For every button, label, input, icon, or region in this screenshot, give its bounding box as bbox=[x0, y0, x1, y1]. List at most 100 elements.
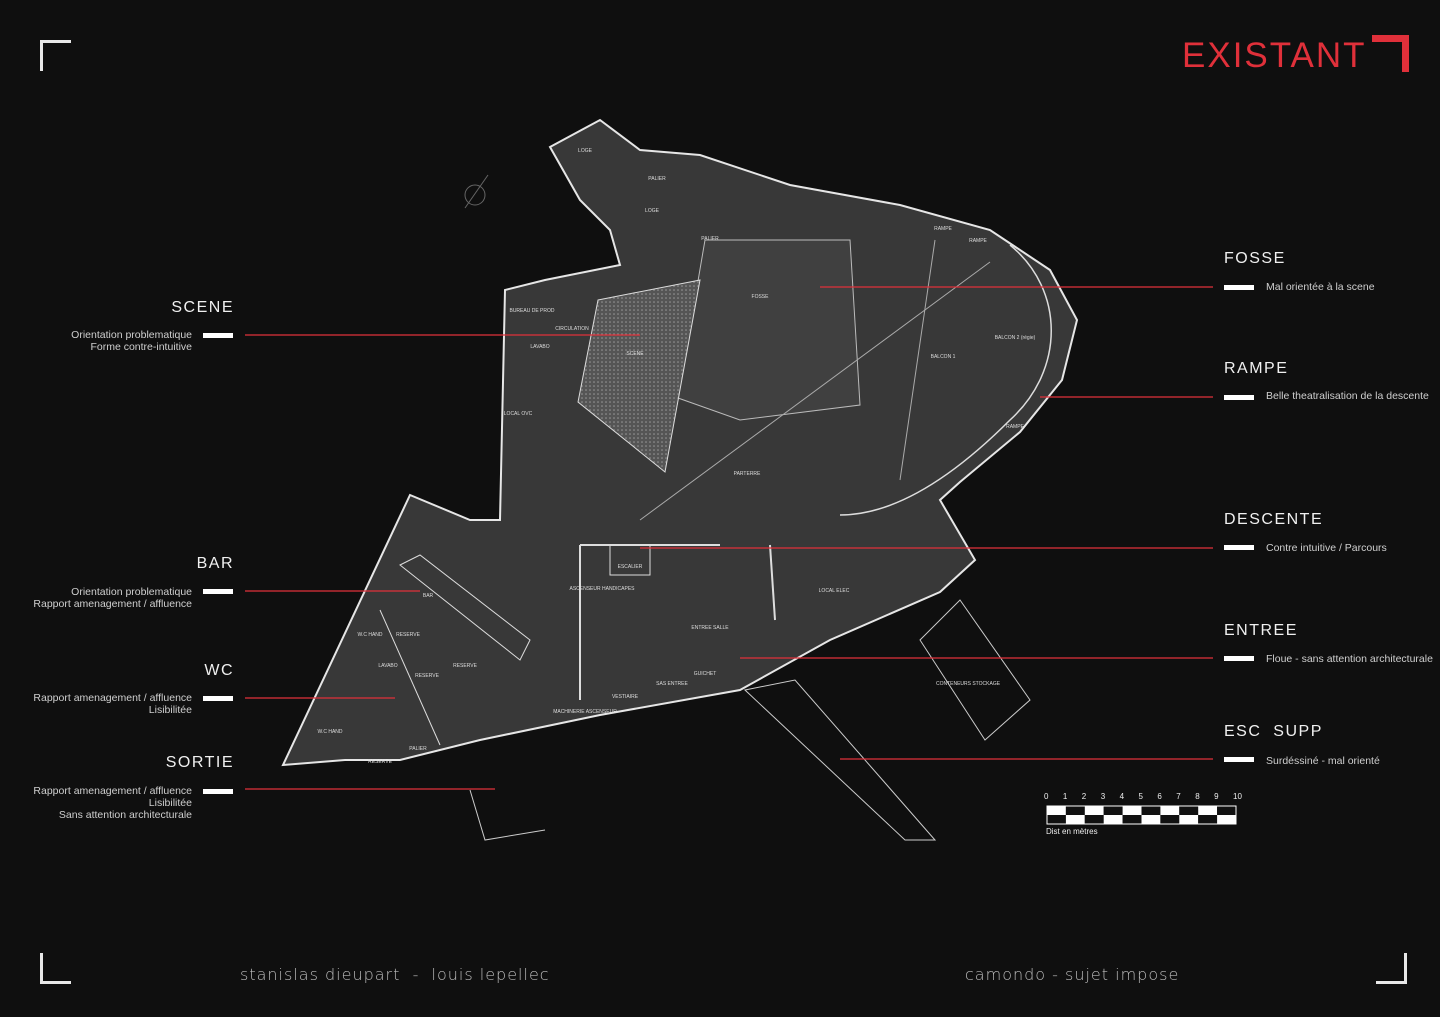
room-label: SAS ENTREE bbox=[656, 681, 688, 687]
scale-tick: 10 bbox=[1233, 792, 1242, 801]
corner-bracket-bottom-left bbox=[40, 953, 71, 984]
desc-line: Orientation problematique bbox=[71, 586, 192, 598]
annotation-desc-rampe: Belle theatralisation de la descente bbox=[1266, 390, 1429, 402]
bar-counter bbox=[399, 554, 531, 661]
scale-cell bbox=[1084, 806, 1104, 815]
leader-lines bbox=[245, 286, 1213, 790]
desc-line: Lisibilitée bbox=[148, 797, 192, 809]
page-title: EXISTANT bbox=[1182, 36, 1367, 75]
building-outline bbox=[281, 118, 1079, 767]
marker bbox=[203, 696, 233, 701]
room-label: MACHINERIE ASCENSEUR bbox=[553, 709, 617, 715]
room-label: FOSSE bbox=[752, 294, 770, 300]
room-label: RAMPE bbox=[969, 238, 987, 244]
marker bbox=[1224, 656, 1254, 661]
scale-tick: 8 bbox=[1195, 792, 1200, 801]
escalier bbox=[609, 544, 651, 576]
annotation-title-scene: SCENE bbox=[171, 299, 234, 316]
balcony-curve bbox=[839, 244, 1052, 516]
annotation-title-bar: BAR bbox=[196, 555, 234, 572]
scale-cell bbox=[1160, 806, 1180, 815]
scale-cell bbox=[1122, 806, 1142, 815]
annotation-title-sortie: SORTIE bbox=[165, 754, 234, 771]
scale-tick: 3 bbox=[1100, 792, 1106, 801]
room-label: LOGE bbox=[645, 208, 660, 214]
room-label: PARTERRE bbox=[734, 471, 761, 477]
scale-tick: 7 bbox=[1176, 792, 1181, 801]
conteneurs-stockage bbox=[919, 599, 1031, 741]
scale-tick: 9 bbox=[1214, 792, 1219, 801]
scale-cell bbox=[1198, 815, 1218, 824]
scene-area bbox=[577, 279, 701, 473]
annotation-desc-fosse: Mal orientée à la scene bbox=[1266, 281, 1375, 293]
room-label: LAVABO bbox=[378, 663, 397, 669]
corner-bracket-bottom-right bbox=[1376, 953, 1407, 984]
desc-line: Rapport amenagement / affluence bbox=[33, 598, 192, 610]
annotation-desc-entree: Floue - sans attention architecturale bbox=[1266, 653, 1433, 665]
room-label: BUREAU DE PROD bbox=[509, 308, 554, 314]
room-label: LOCAL OVC bbox=[504, 411, 533, 417]
marker bbox=[203, 589, 233, 594]
room-label: LOCAL ELEC bbox=[819, 588, 850, 594]
scale-cell bbox=[1065, 815, 1085, 824]
room-label: W.C HAND bbox=[358, 632, 383, 638]
marker bbox=[1224, 757, 1254, 762]
scale-cell bbox=[1103, 815, 1123, 824]
annotation-title-wc: WC bbox=[204, 662, 234, 679]
scale-tick: 6 bbox=[1157, 792, 1162, 801]
scale-cell bbox=[1217, 806, 1236, 815]
fosse-area bbox=[677, 239, 861, 421]
room-label: RAMPE bbox=[1006, 424, 1024, 430]
scale-frame bbox=[1046, 805, 1237, 825]
desc-line: Lisibilitée bbox=[148, 704, 192, 716]
scale-tick: 4 bbox=[1119, 792, 1125, 801]
wc-walls bbox=[379, 609, 441, 746]
room-label: RESERVE bbox=[453, 663, 477, 669]
annotation-title-fosse: FOSSE bbox=[1224, 250, 1286, 267]
sortie-stair bbox=[469, 789, 546, 841]
scale-tick: 5 bbox=[1138, 792, 1143, 801]
room-label: PALIER bbox=[648, 176, 666, 182]
scale-tick: 2 bbox=[1081, 792, 1087, 801]
room-label: RESERVE bbox=[368, 759, 392, 765]
scale-cell bbox=[1160, 815, 1180, 824]
parterre-ramp-line bbox=[639, 261, 991, 521]
scale-cell bbox=[1217, 815, 1236, 824]
marker bbox=[203, 333, 233, 338]
room-label: LOGE bbox=[578, 148, 593, 154]
marker bbox=[1224, 545, 1254, 550]
scale-cell bbox=[1103, 806, 1123, 815]
room-label: W.C HAND bbox=[318, 729, 343, 735]
esc-supp-stair bbox=[743, 679, 937, 841]
footer-project: camondo - sujet impose bbox=[965, 965, 1180, 984]
marker bbox=[1224, 285, 1254, 290]
scale-cell bbox=[1084, 815, 1104, 824]
room-label: LAVABO bbox=[530, 344, 549, 350]
scale-cell bbox=[1141, 815, 1161, 824]
annotation-title-entree: ENTREE bbox=[1224, 622, 1298, 639]
annotation-desc-descente: Contre intuitive / Parcours bbox=[1266, 542, 1387, 554]
desc-line: Rapport amenagement / affluence bbox=[33, 692, 192, 704]
north-arrow-icon bbox=[464, 174, 489, 209]
corner-bracket-top-right bbox=[1372, 35, 1409, 72]
scale-label: Dist en mètres bbox=[1046, 827, 1098, 836]
wall bbox=[769, 544, 776, 621]
desc-line: Sans attention architecturale bbox=[58, 809, 192, 821]
room-label: CIRCULATION bbox=[555, 326, 589, 332]
room-label: BALCON 2 (régie) bbox=[995, 335, 1036, 341]
footer-authors: stanislas dieupart - louis lepellec bbox=[240, 965, 550, 984]
room-label: RAMPE bbox=[934, 226, 952, 232]
room-label: SCENE bbox=[626, 351, 644, 357]
annotation-title-rampe: RAMPE bbox=[1224, 360, 1289, 377]
marker bbox=[1224, 395, 1254, 400]
scale-tick: 1 bbox=[1062, 792, 1068, 801]
room-label: RESERVE bbox=[396, 632, 420, 638]
scale-cell bbox=[1141, 806, 1161, 815]
scale-bar bbox=[1046, 805, 1237, 825]
desc-line: Rapport amenagement / affluence bbox=[33, 785, 192, 797]
room-label: GUICHET bbox=[694, 671, 717, 677]
